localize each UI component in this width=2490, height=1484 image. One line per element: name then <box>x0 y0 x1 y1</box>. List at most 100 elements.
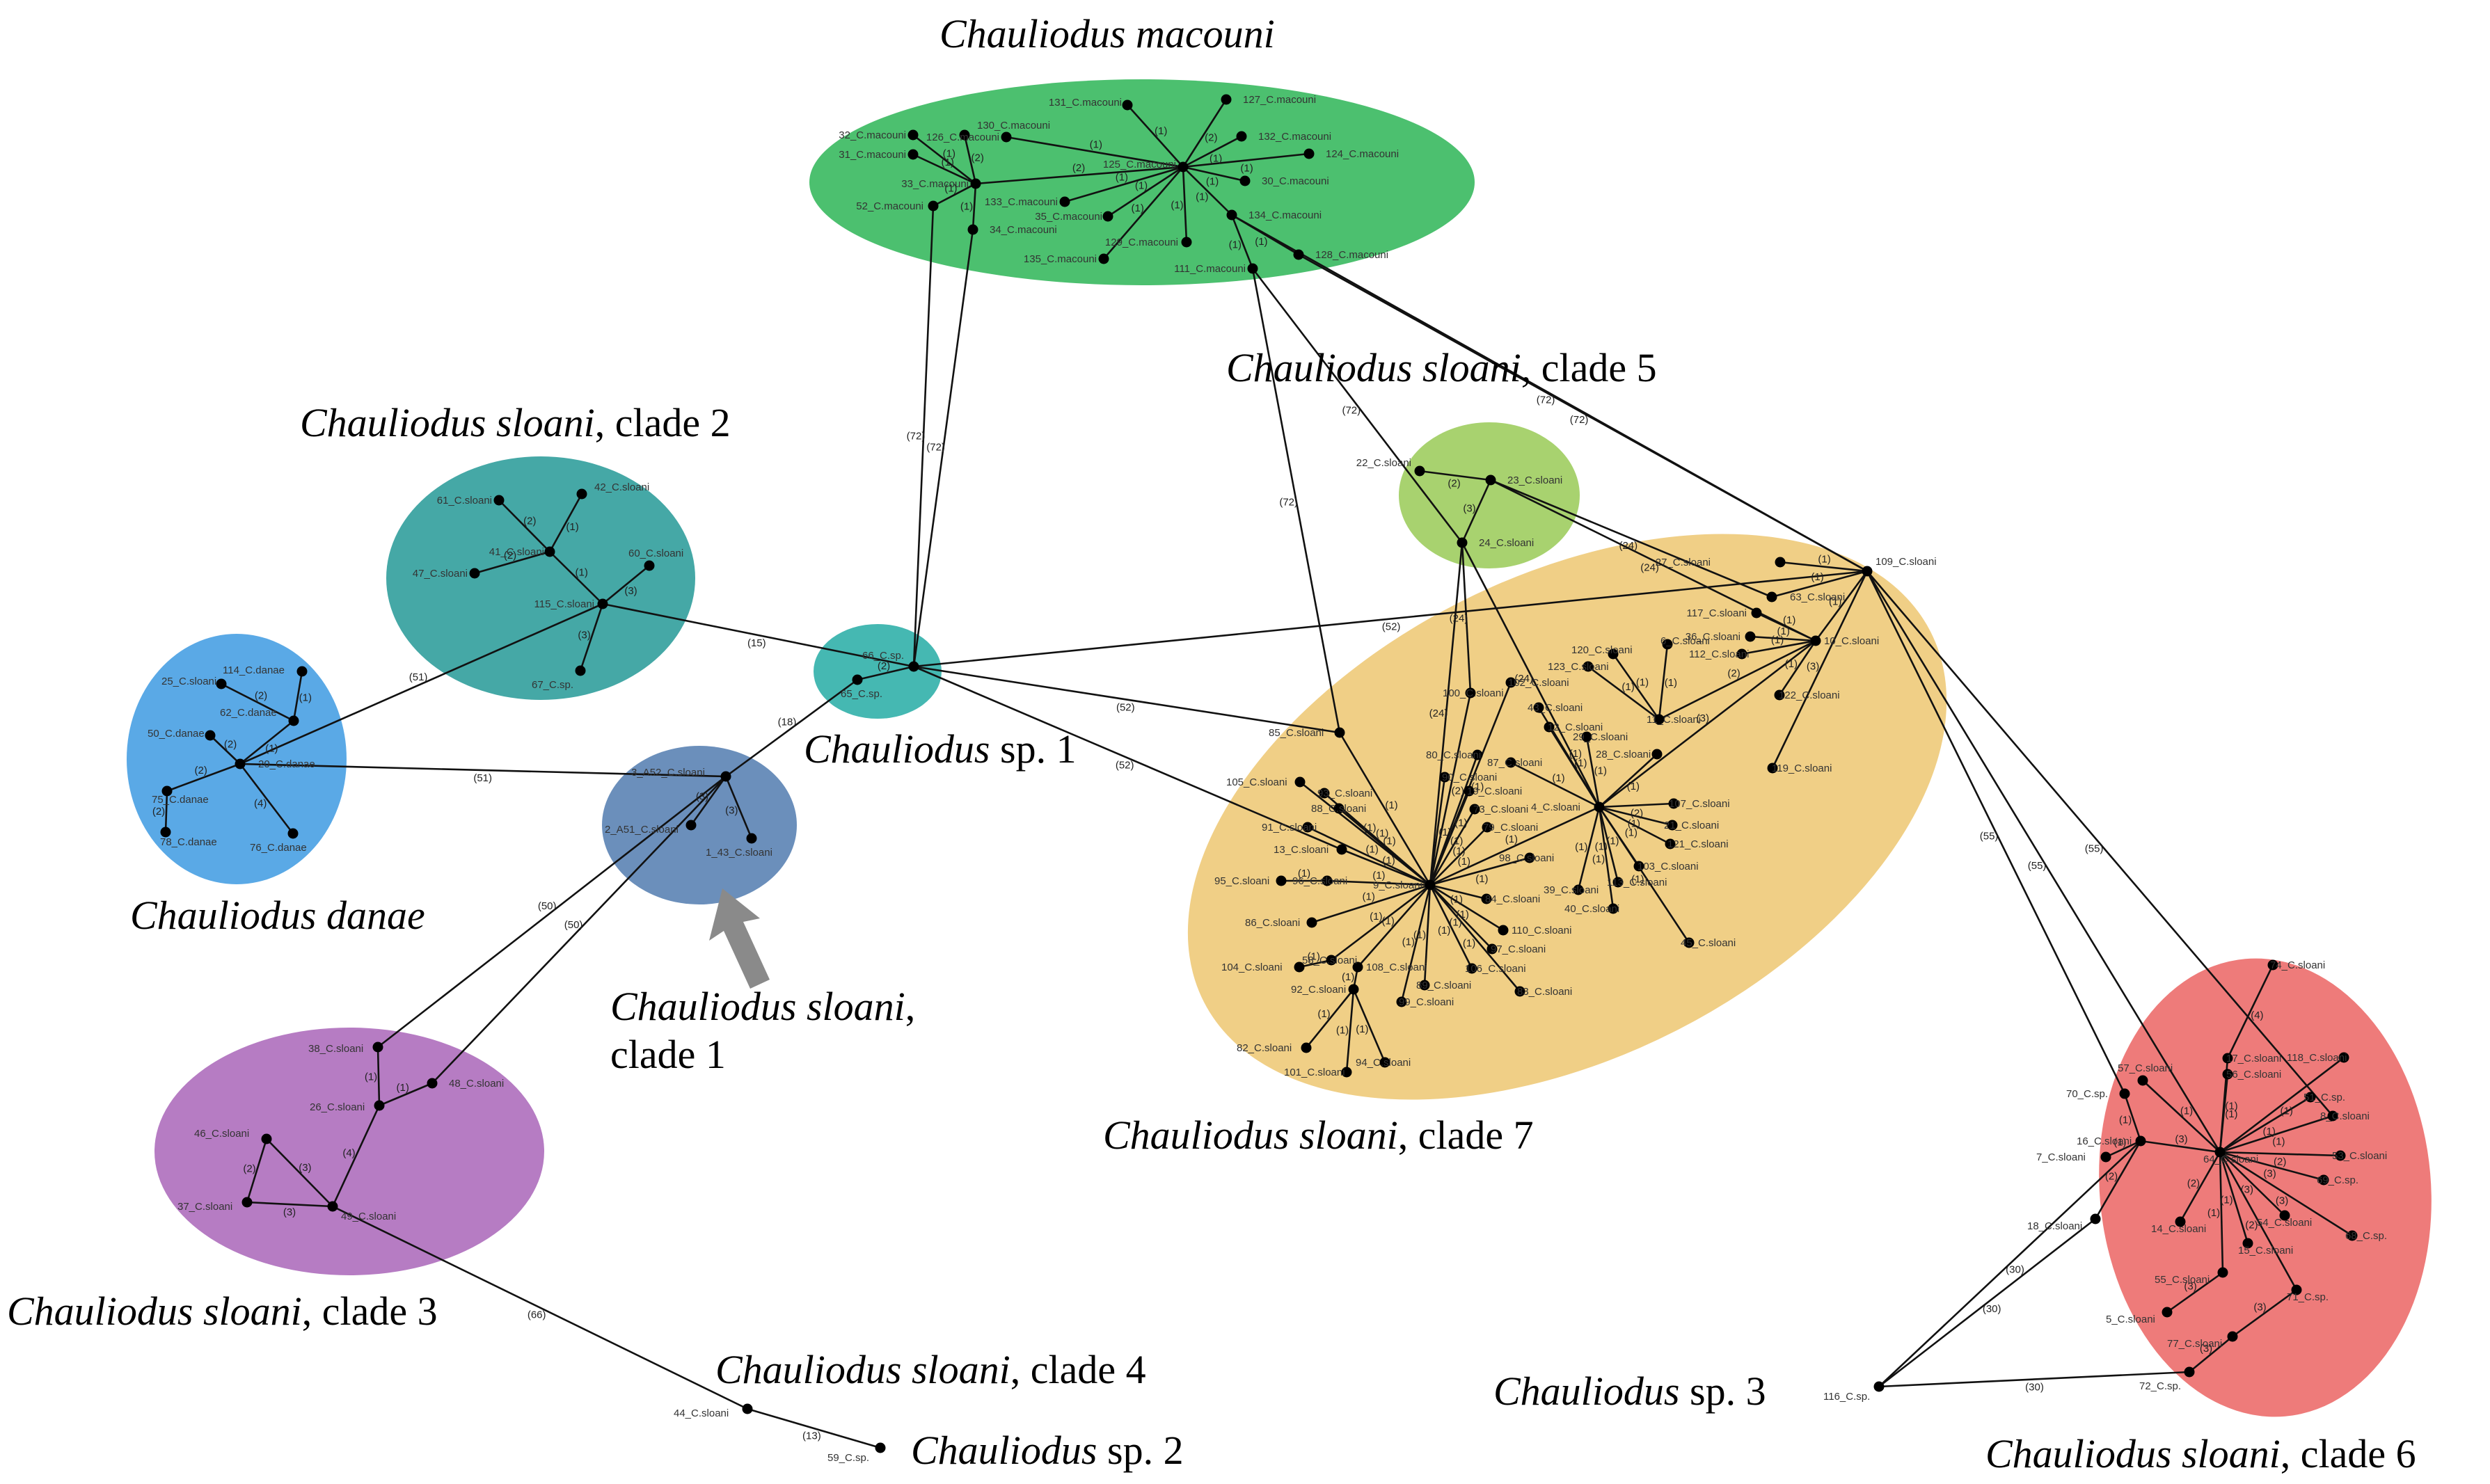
edge-weight-label: (51) <box>473 772 492 784</box>
haplotype-label: 79_C.sloani <box>1483 822 1538 833</box>
haplotype-label: 114_C.danae <box>223 664 285 676</box>
edge-64_C.sloani-8_C.sloani <box>2219 1115 2333 1154</box>
edge-64_C.sloani-118_C.sloani <box>2219 1056 2345 1154</box>
edge-125_C.macouni-35_C.macouni <box>1107 166 1184 218</box>
haplotype-node <box>597 598 608 609</box>
haplotype-node <box>1667 820 1678 831</box>
edge-weight-label: (3) <box>1697 712 1709 724</box>
edge-weight-label: (2) <box>243 1163 255 1174</box>
haplotype-node <box>2222 1069 2233 1080</box>
edge-66_C.sp.-65_C.sp. <box>857 665 914 681</box>
edge-weight-label: (1) <box>1628 818 1640 830</box>
haplotype-node <box>1352 962 1363 973</box>
haplotype-label: 54_C.sloani <box>2257 1217 2312 1229</box>
edge-20_C.danae-76_C.danae <box>239 763 294 834</box>
edge-weight-label: (1) <box>1575 841 1587 853</box>
haplotype-node <box>1302 822 1313 833</box>
edge-22_C.sloani-23_C.sloani <box>1419 470 1491 481</box>
edge-weight-label: (1) <box>2180 1105 2193 1117</box>
edge-weight-label: (1) <box>1569 748 1582 760</box>
edge-weight-label: (1) <box>1574 758 1587 769</box>
haplotype-label: 41_C.sloani <box>489 546 544 558</box>
edge-92_C.sloani-94_C.sloani <box>1352 989 1386 1063</box>
edge-33_C.macouni-32_C.macouni <box>912 134 976 185</box>
edge-weight-label: (1) <box>944 182 957 194</box>
haplotype-node <box>1751 607 1762 619</box>
haplotype-label: 93_C.sloani <box>1317 788 1372 799</box>
edge-4_C.sloani-113_C.sloani <box>1598 806 1619 883</box>
haplotype-label: 62_C.danae <box>220 707 277 719</box>
edge-weight-label: (51) <box>409 671 428 683</box>
edge-weight-label: (55) <box>2028 860 2047 872</box>
haplotype-node <box>1306 917 1317 928</box>
edge-64_C.sloani-54_C.sloani <box>2219 1151 2285 1216</box>
haplotype-label: 1_43_C.sloani <box>706 847 772 859</box>
edge-weight-label: (72) <box>1342 405 1361 417</box>
label-clade6: Chauliodus sloani, clade 6 <box>1985 1431 2416 1476</box>
haplotype-node <box>1239 175 1251 186</box>
edge-64_C.sloani-55_C.sloani <box>2219 1151 2224 1273</box>
haplotype-label: 46_C.sloani <box>194 1128 249 1140</box>
edge-weight-label: (1) <box>1229 239 1242 251</box>
haplotype-node <box>1485 474 1496 486</box>
edge-weight-label: (3) <box>2184 1281 2196 1293</box>
edge-weight-label: (2) <box>2187 1178 2200 1190</box>
edge-weight-label: (1) <box>397 1082 409 1094</box>
edge-26_C.sloani-49_C.sloani <box>331 1105 381 1207</box>
haplotype-node <box>1465 687 1476 699</box>
edge-weight-label: (1) <box>1621 681 1634 693</box>
haplotype-node <box>2090 1213 2101 1224</box>
edge-75_C.danae-78_C.danae <box>164 790 168 833</box>
clade-region-clade7 <box>1187 534 1947 1100</box>
edge-41_C.sloani-61_C.sloani <box>498 500 550 552</box>
edge-weight-label: (1) <box>1606 836 1619 847</box>
edge-weight-label: (2) <box>2245 1219 2258 1231</box>
edge-9_C.sloani-86_C.sloani <box>1311 884 1431 924</box>
haplotype-node <box>1581 731 1592 742</box>
haplotype-node <box>1774 689 1785 701</box>
haplotype-node <box>1482 822 1493 833</box>
haplotype-node <box>235 758 246 769</box>
haplotype-label: 80_C.sloani <box>1426 749 1481 761</box>
haplotype-label: 58_C.sloani <box>1302 955 1357 966</box>
haplotype-label: 115_C.sloani <box>534 598 594 610</box>
edge-weight-label: (72) <box>926 442 945 454</box>
haplotype-label: 2_A51_C.sloani <box>605 824 679 836</box>
haplotype-label: 9_C.sloani <box>1373 879 1422 891</box>
edge-weight-label: (66) <box>528 1309 546 1321</box>
haplotype-node <box>2335 1150 2346 1161</box>
haplotype-label: 73_C.sloani <box>1473 804 1528 815</box>
edge-weight-label: (3) <box>2263 1168 2276 1180</box>
edge-weight-label: (2) <box>224 739 237 751</box>
haplotype-label: 4_C.sloani <box>1531 801 1580 813</box>
edge-weight-label: (2) <box>523 515 536 527</box>
haplotype-node <box>372 1042 383 1053</box>
haplotype-label: 50_C.danae <box>148 728 205 740</box>
edge-9_C.sloani-13_C.sloani <box>1341 848 1431 886</box>
edge-weight-label: (1) <box>1210 153 1222 165</box>
edge-20_C.danae-50_C.danae <box>209 735 241 765</box>
edge-weight-label: (1) <box>1458 856 1470 868</box>
edge-weight-label: (1) <box>265 743 278 755</box>
haplotype-node <box>1425 879 1436 891</box>
edge-weight-label: (30) <box>1983 1303 2001 1315</box>
edge-20_C.danae-62_C.danae <box>239 719 294 765</box>
edge-weight-label: (3) <box>725 805 738 817</box>
edge-weight-label: (3) <box>1807 661 1819 673</box>
haplotype-label: 75_C.danae <box>152 794 209 806</box>
haplotype-label: 27_C.sloani <box>1656 557 1711 568</box>
haplotype-node <box>2217 1267 2228 1278</box>
edge-weight-label: (2) <box>1448 477 1460 489</box>
haplotype-node <box>1102 211 1113 222</box>
edge-weight-label: (2) <box>504 550 516 561</box>
edge-weight-label: (1) <box>1413 929 1426 941</box>
edge-weight-label: (1) <box>1132 202 1144 214</box>
edge-115_C.sloani-60_C.sloani <box>602 564 650 605</box>
haplotype-label: 39_C.sloani <box>1544 884 1599 896</box>
haplotype-node <box>1766 591 1777 603</box>
edge-weight-label: (30) <box>2006 1264 2024 1276</box>
haplotype-node <box>1665 838 1676 849</box>
haplotype-label: 101_C.sloani <box>1284 1067 1345 1078</box>
haplotype-label: 124_C.macouni <box>1326 148 1399 160</box>
edge-weight-label: (2) <box>1631 808 1643 820</box>
